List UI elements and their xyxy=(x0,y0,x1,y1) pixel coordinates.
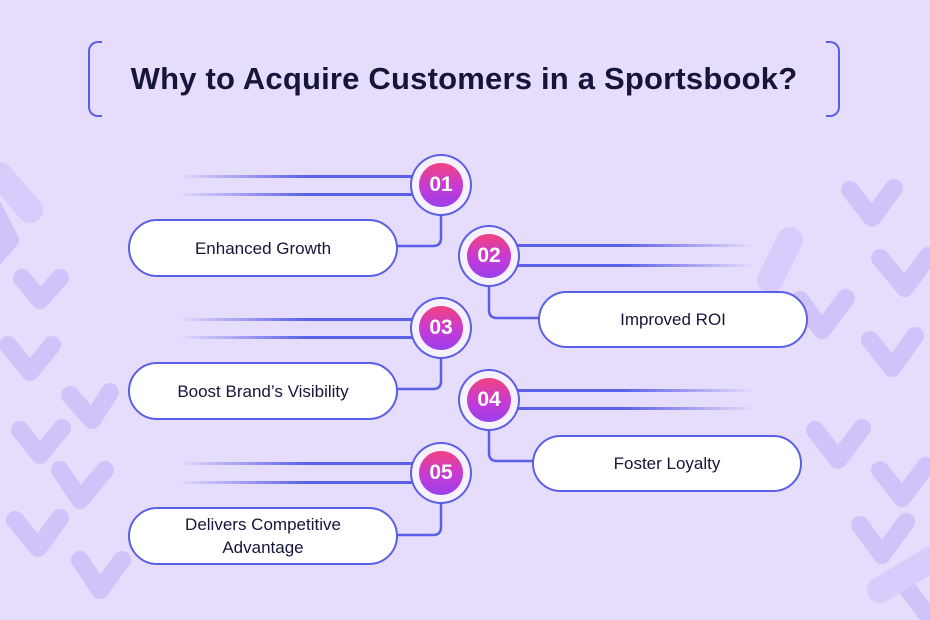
title-frame: Why to Acquire Customers in a Sportsbook… xyxy=(88,41,840,117)
step-badge-01: 01 xyxy=(419,163,463,207)
item-label: Delivers Competitive Advantage xyxy=(185,515,341,557)
step-badge-05: 05 xyxy=(419,451,463,495)
item-card-improved-roi: Improved ROI xyxy=(538,291,808,348)
title-bracket-right xyxy=(826,41,840,117)
step-badge-04: 04 xyxy=(467,378,511,422)
title-bracket-left xyxy=(88,41,102,117)
item-label: Boost Brand’s Visibility xyxy=(177,381,349,401)
step-badge-03: 03 xyxy=(419,306,463,350)
item-label: Enhanced Growth xyxy=(194,238,332,258)
item-card-enhanced-growth: Enhanced Growth xyxy=(128,219,398,277)
item-card-competitive-advantage: Delivers Competitive Advantage xyxy=(128,507,398,565)
item-card-boost-brand-visibility: Boost Brand’s Visibility xyxy=(128,362,398,420)
page-title: Why to Acquire Customers in a Sportsbook… xyxy=(130,61,798,96)
item-label: Foster Loyalty xyxy=(613,454,721,473)
item-label: Improved ROI xyxy=(620,310,726,329)
step-badge-02: 02 xyxy=(467,234,511,278)
item-card-foster-loyalty: Foster Loyalty xyxy=(532,435,802,492)
